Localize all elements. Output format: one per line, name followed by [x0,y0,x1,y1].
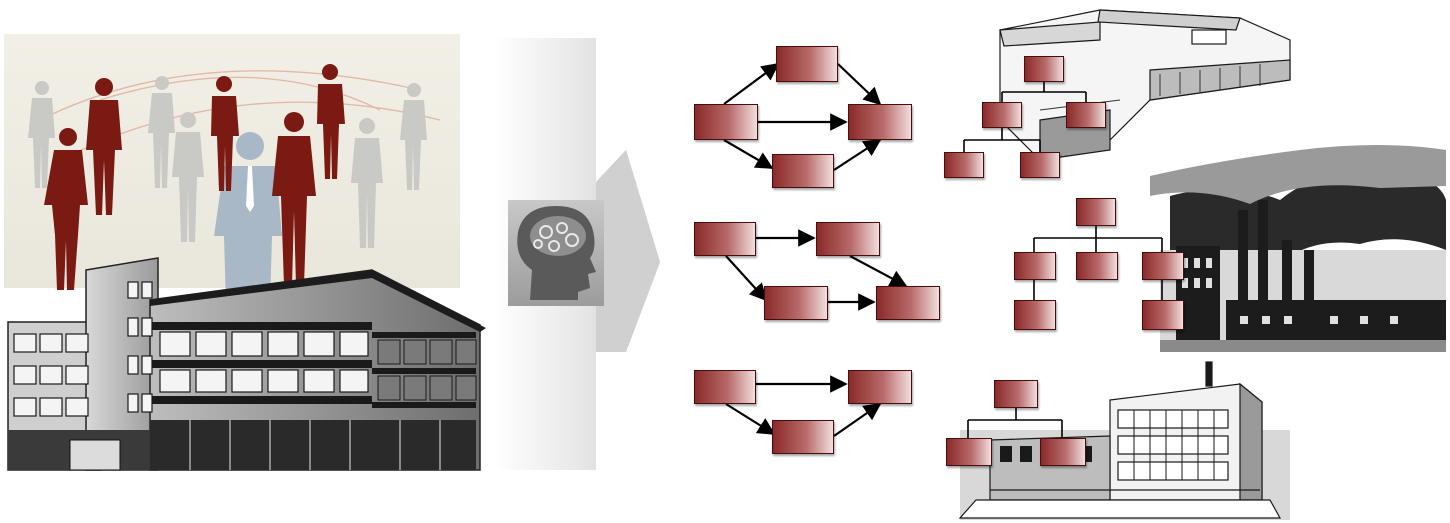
flow-node [848,370,912,404]
org-node [1014,252,1056,280]
org-node [982,102,1022,128]
org-node [1076,252,1118,280]
org-node [994,380,1038,408]
flow-node [876,286,940,320]
flow-node [694,104,758,140]
flow-node [816,222,880,256]
red-people [44,64,345,290]
grey-people [28,76,427,248]
flow-node [694,370,756,404]
building-icon [7,257,486,471]
flow-node [694,222,756,256]
org-chart-lines [963,80,1163,440]
factory-icon [1150,145,1446,352]
org-node [1020,152,1060,178]
org-node [944,152,984,178]
org-node [1024,56,1064,82]
office-building-icon [958,361,1290,520]
org-node [1142,252,1184,280]
org-node [1014,300,1056,330]
people-and-building-scene [4,34,486,471]
flow-node [772,154,834,188]
flow-node [848,104,912,140]
transition-arrow [494,38,660,470]
brain-gears-icon [508,200,604,306]
org-node [1076,198,1116,226]
flow-node [772,420,834,454]
flow-node [764,286,828,320]
org-node [1040,438,1086,466]
org-node [1066,102,1106,128]
flow-node [776,46,838,82]
org-node [1142,300,1184,330]
org-node [946,438,992,466]
